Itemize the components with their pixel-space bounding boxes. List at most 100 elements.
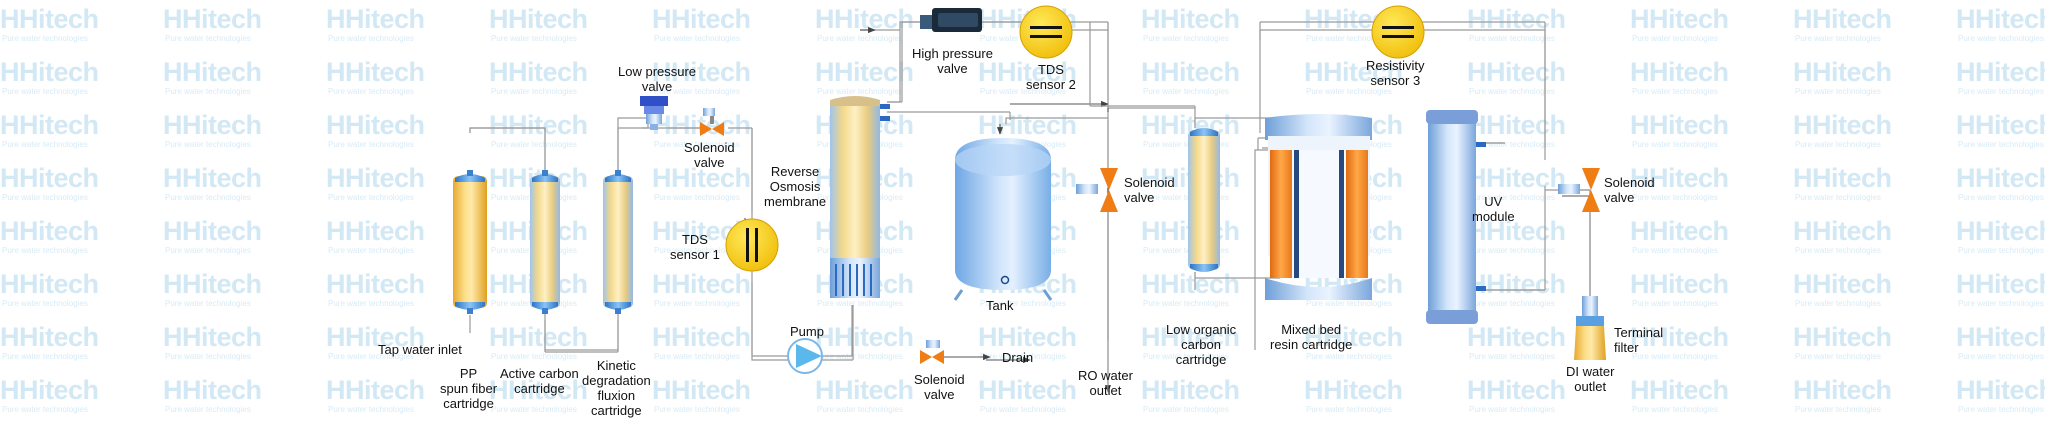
watermark-tagline: Pure water technologies [165, 193, 251, 202]
watermark-tagline: Pure water technologies [491, 140, 577, 149]
watermark-tagline: Pure water technologies [1143, 405, 1229, 414]
watermark-tagline: Pure water technologies [1143, 352, 1229, 361]
watermark-brand: HHitech [0, 4, 99, 34]
watermark-brand: HHitech [1793, 57, 1892, 87]
watermark-brand: HHitech [1467, 269, 1566, 299]
watermark-brand: HHitech [1956, 110, 2045, 140]
watermark-brand: HHitech [489, 375, 588, 405]
watermark-tagline: Pure water technologies [817, 405, 903, 414]
ro-membrane [830, 96, 890, 298]
watermark-brand: HHitech [1467, 216, 1566, 246]
watermark-tagline: Pure water technologies [1795, 299, 1881, 308]
watermark-brand: HHitech [1793, 216, 1892, 246]
watermark-brand: HHitech [652, 163, 751, 193]
watermark-brand: HHitech [978, 110, 1077, 140]
watermark-tagline: Pure water technologies [1469, 87, 1555, 96]
low-pressure-valve [640, 96, 668, 130]
watermark-tagline: Pure water technologies [328, 193, 414, 202]
watermark-brand: HHitech [1141, 269, 1240, 299]
watermark-brand: HHitech [1630, 322, 1729, 352]
watermark-brand: HHitech [1793, 163, 1892, 193]
watermark-brand: HHitech [0, 375, 99, 405]
watermark-tagline: Pure water technologies [1143, 246, 1229, 255]
watermark-brand: HHitech [326, 216, 425, 246]
low-organic-carbon-cartridge [1188, 128, 1220, 272]
watermark-brand: HHitech [815, 375, 914, 405]
watermark-brand: HHitech [1467, 57, 1566, 87]
watermark-brand: HHitech [1956, 163, 2045, 193]
watermark-brand: HHitech [1793, 322, 1892, 352]
pp-cartridge [453, 170, 487, 314]
watermark-brand: HHitech [1630, 57, 1729, 87]
watermark-tagline: Pure water technologies [1306, 34, 1392, 43]
watermark-brand: HHitech [1956, 4, 2045, 34]
solenoid-valve-drain [920, 340, 944, 364]
watermark-tagline: Pure water technologies [817, 34, 903, 43]
watermark-tagline: Pure water technologies [1632, 405, 1718, 414]
watermark-tagline: Pure water technologies [1632, 299, 1718, 308]
watermark-brand: HHitech [1467, 375, 1566, 405]
watermark-brand: HHitech [163, 57, 262, 87]
watermark-brand: HHitech [0, 216, 99, 246]
watermark-brand: HHitech [0, 110, 99, 140]
watermark-tagline: Pure water technologies [491, 34, 577, 43]
watermark-tagline: Pure water technologies [1469, 246, 1555, 255]
watermark-tagline: Pure water technologies [1795, 405, 1881, 414]
watermark-tagline: Pure water technologies [817, 352, 903, 361]
watermark-tagline: Pure water technologies [2, 246, 88, 255]
active-carbon-cartridge [530, 170, 560, 314]
watermark-brand: HHitech [978, 375, 1077, 405]
watermark-brand: HHitech [1467, 163, 1566, 193]
watermark-brand: HHitech [1467, 4, 1566, 34]
watermark-brand: HHitech [489, 110, 588, 140]
watermark-tagline: Pure water technologies [328, 246, 414, 255]
watermark-tagline: Pure water technologies [1958, 193, 2044, 202]
watermark-tagline: Pure water technologies [165, 246, 251, 255]
watermark-tagline: Pure water technologies [1469, 193, 1555, 202]
watermark-brand: HHitech [326, 110, 425, 140]
watermark-tagline: Pure water technologies [654, 299, 740, 308]
watermark-tagline: Pure water technologies [1469, 299, 1555, 308]
watermark-brand: HHitech [1956, 375, 2045, 405]
watermark-tagline: Pure water technologies [1306, 87, 1392, 96]
watermark-brand: HHitech [489, 4, 588, 34]
watermark-brand: HHitech [1793, 375, 1892, 405]
watermark-tagline: Pure water technologies [2, 87, 88, 96]
watermark-brand: HHitech [489, 322, 588, 352]
watermark-brand: HHitech [652, 57, 751, 87]
